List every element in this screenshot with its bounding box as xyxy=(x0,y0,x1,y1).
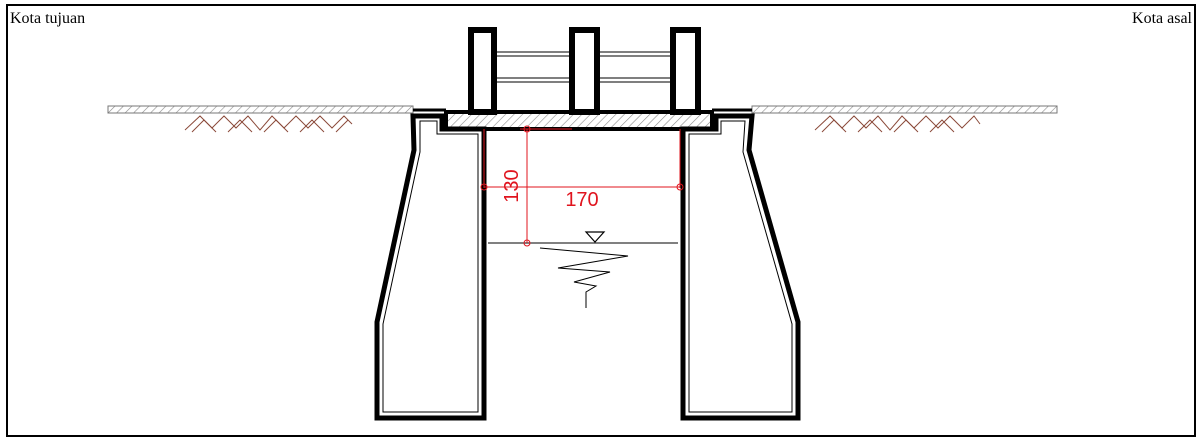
road-surface-left xyxy=(107,105,414,114)
soil-hatch-right xyxy=(814,115,981,133)
dimension-lines xyxy=(480,125,684,247)
railing xyxy=(468,27,701,115)
soil-hatch-left xyxy=(184,115,353,133)
abutment-left xyxy=(374,113,487,421)
water-zigzag-line xyxy=(539,247,629,308)
railing-post-left xyxy=(468,27,497,115)
height-dimension-label: 130 xyxy=(501,169,523,202)
abutment-right xyxy=(680,113,801,421)
railing-post-middle xyxy=(569,27,600,115)
destination-city-label: Kota tujuan xyxy=(10,10,86,27)
abutment-left-inner-line xyxy=(382,120,479,413)
origin-city-label: Kota asal xyxy=(1132,10,1192,27)
inverted-triangle-icon xyxy=(584,231,606,243)
railing-post-right xyxy=(670,27,701,115)
drawing-frame xyxy=(6,4,1196,437)
road-surface-right xyxy=(751,105,1058,114)
width-dimension-label: 170 xyxy=(565,189,598,211)
abutment-right-inner-line xyxy=(688,120,793,413)
